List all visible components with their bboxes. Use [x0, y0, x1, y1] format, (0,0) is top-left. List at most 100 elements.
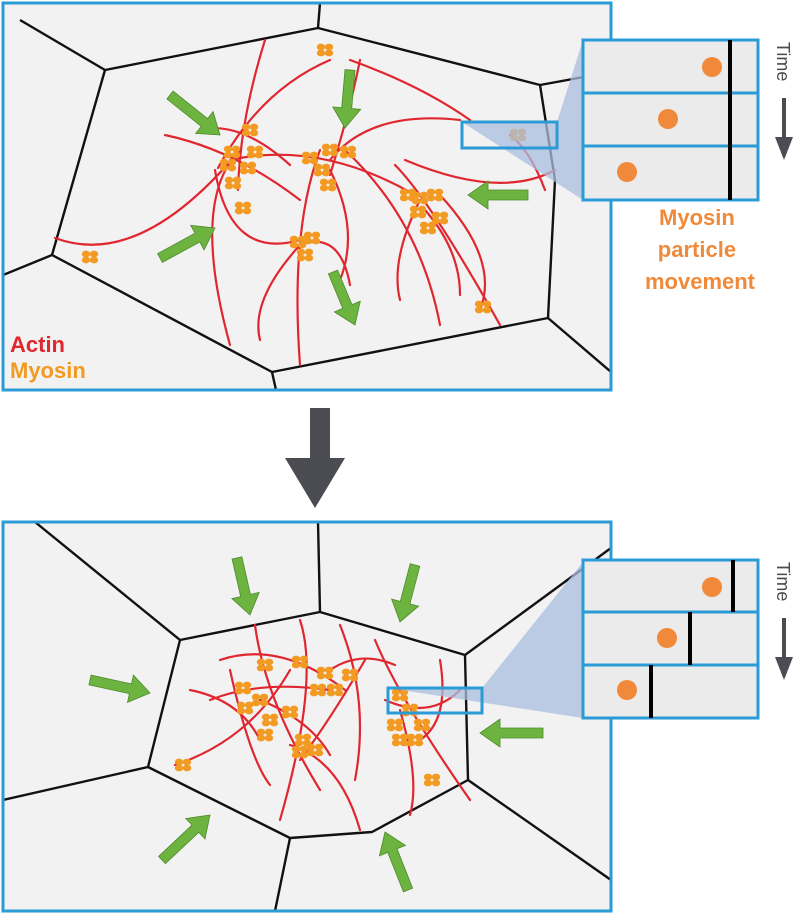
myosin-cluster [411, 191, 429, 205]
myosin-cluster [391, 733, 409, 747]
myosin-cluster [219, 158, 237, 172]
top-kymograph-inset [581, 38, 760, 202]
myosin-cluster [239, 161, 257, 175]
membrane-edge [316, 522, 322, 613]
actin-filament [53, 148, 242, 246]
myosin-cluster [423, 773, 441, 787]
actin-filament [188, 688, 262, 742]
myosin-cluster [316, 43, 334, 57]
compression-arrow-icon [231, 556, 260, 616]
myosin-cluster [291, 655, 309, 669]
membrane-edge [3, 253, 53, 277]
myosin-cluster [256, 658, 274, 672]
membrane-edge [3, 765, 149, 802]
myosin-cluster [316, 666, 334, 680]
myosin-cluster [339, 145, 357, 159]
caption-line: Myosin [659, 205, 735, 230]
bottom-panel [1, 520, 613, 913]
actin-filament [423, 208, 462, 297]
caption-line: movement [645, 269, 756, 294]
myosin-cluster [474, 300, 492, 314]
membrane-edge [467, 779, 611, 881]
time-label: Time [773, 42, 793, 81]
myosin-cluster [406, 733, 424, 747]
actin-filament [258, 698, 332, 757]
compression-arrow-icon [158, 814, 211, 865]
myosin-cluster [413, 718, 431, 732]
central-cell-outline [146, 610, 470, 840]
compression-arrow-icon [157, 224, 216, 263]
actin-filament [338, 623, 362, 782]
compression-arrow-icon [479, 718, 544, 748]
myosin-cluster [223, 145, 241, 159]
actin-filament [213, 168, 302, 245]
myosin-cluster [303, 231, 321, 245]
central-cell-outline [50, 26, 557, 374]
myosin-cluster [419, 221, 437, 235]
actin-filament [348, 58, 472, 122]
time-label: Time [773, 562, 793, 601]
membrane-edge [316, 3, 322, 29]
compression-arrow-icon [467, 180, 529, 210]
top-push-arrows [157, 69, 529, 326]
myosin-cluster [341, 668, 359, 682]
bottom-kymograph-inset [581, 558, 760, 720]
myosin-cluster [174, 758, 192, 772]
actin-filament [253, 623, 322, 792]
myosin-cluster [291, 745, 309, 759]
compression-arrow-icon [378, 831, 414, 893]
myosin-cluster [234, 201, 252, 215]
myosin-cluster [426, 188, 444, 202]
myosin-cluster [261, 713, 279, 727]
myosin-cluster [321, 143, 339, 157]
actin-filament [257, 243, 302, 342]
actin-filament [373, 638, 472, 802]
time-arrow-icon [775, 618, 793, 680]
actin-filament [278, 618, 308, 822]
compression-arrow-icon [390, 563, 421, 623]
membrane-edge [273, 837, 292, 911]
myosin-cluster [81, 250, 99, 264]
myosin-particle-dot [658, 109, 678, 129]
top-panel [1, 1, 613, 392]
membrane-edge [270, 371, 278, 390]
myosin-cluster [431, 211, 449, 225]
actin-filament [398, 708, 415, 817]
myosin-cluster [306, 743, 324, 757]
bottom-cell-membranes [3, 522, 611, 911]
myosin-cluster [391, 688, 409, 702]
caption-line: particle [658, 237, 736, 262]
top-zoom-wedge [462, 40, 583, 200]
myosin-cluster [296, 248, 314, 262]
bottom-panel-background [3, 522, 611, 911]
myosin-cluster [224, 176, 242, 190]
legend-myosin: Myosin [10, 358, 86, 383]
myosin-particle-dot [657, 628, 677, 648]
myosin-cluster [301, 151, 319, 165]
top-myosin-particles [81, 43, 527, 314]
myosin-cluster [241, 123, 259, 137]
compression-arrow-icon [332, 69, 362, 129]
myosin-cluster [319, 178, 337, 192]
myosin-particle-dot [617, 162, 637, 182]
myosin-particle-dot [702, 57, 722, 77]
myosin-cluster [256, 728, 274, 742]
membrane-edge [19, 18, 106, 72]
myosin-particle-dot [617, 680, 637, 700]
compression-arrow-icon [88, 674, 151, 704]
bottom-zoom-wedge [388, 562, 583, 718]
top-actin-filaments [53, 38, 557, 367]
myosin-cluster [281, 705, 299, 719]
actin-filament [328, 657, 397, 672]
myosin-cluster [234, 681, 252, 695]
legend-actin: Actin [10, 332, 65, 357]
compression-arrow-icon [327, 269, 361, 326]
myosin-cluster [309, 683, 327, 697]
membrane-edge [547, 317, 611, 373]
actin-filament [173, 668, 292, 767]
bottom-zoom-region [386, 686, 484, 715]
inset-caption: Myosin particle movement [645, 205, 756, 294]
membrane-edge [34, 522, 181, 641]
compression-arrow-icon [166, 90, 221, 136]
actin-filament [418, 658, 444, 742]
